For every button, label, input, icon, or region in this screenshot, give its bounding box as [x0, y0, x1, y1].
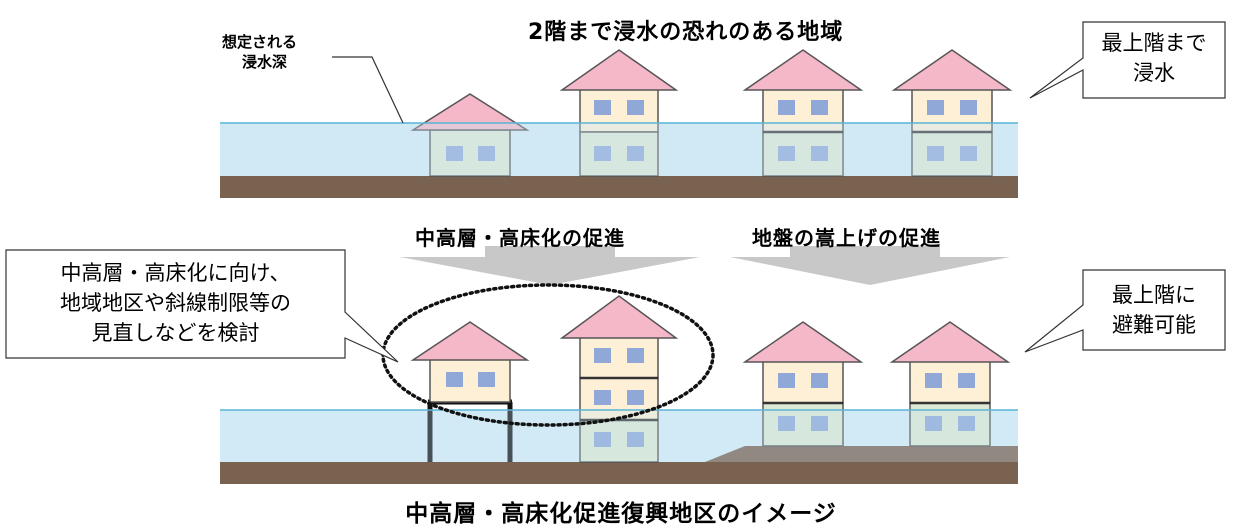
window	[627, 432, 644, 447]
arrow-right-label: 地盤の嵩上げの促進	[752, 226, 941, 250]
window	[925, 373, 942, 388]
window	[594, 348, 611, 363]
window	[627, 100, 644, 115]
window	[778, 100, 795, 115]
top-house-1	[410, 93, 530, 177]
floor-top	[579, 335, 659, 379]
window	[594, 146, 611, 161]
window	[594, 390, 611, 405]
roof	[742, 49, 864, 91]
depth-label: 想定される 浸水深	[222, 32, 297, 72]
roof	[410, 321, 530, 361]
top-house-2	[559, 49, 679, 177]
depth-label-line2: 浸水深	[242, 53, 288, 71]
roof	[559, 295, 679, 339]
callout-bottom-right-line2: 避難可能	[1112, 313, 1196, 337]
callout-top-right-line2: 浸水	[1133, 61, 1175, 85]
callout-left-line3: 見直しなどを検討	[91, 321, 260, 345]
window	[446, 372, 463, 387]
callout-left: 中高層・高床化に向け、 地域地区や斜線制限等の 見直しなどを検討	[8, 258, 343, 348]
callout-bottom-right: 最上階に 避難可能	[1083, 280, 1225, 340]
window	[960, 146, 977, 161]
floor-upper	[762, 87, 844, 133]
window	[778, 416, 795, 431]
floor-lower	[762, 131, 844, 177]
window	[811, 416, 828, 431]
callout-left-shape	[5, 249, 399, 363]
top-water-overlay	[220, 123, 1018, 176]
top-ground	[220, 176, 1018, 198]
window	[811, 373, 828, 388]
bottom-house-stilts	[410, 321, 530, 462]
floor-upper	[909, 359, 991, 404]
window	[927, 146, 944, 161]
bottom-house-raised-2	[889, 321, 1011, 447]
callout-top-right-line1: 最上階まで	[1101, 31, 1207, 55]
raised-ground	[705, 446, 1018, 462]
callout-top-right-shape	[1029, 21, 1226, 99]
window	[778, 373, 795, 388]
top-title: 2階まで浸水の恐れのある地域	[528, 20, 844, 45]
depth-leader-line	[332, 56, 404, 124]
caption: 中高層・高床化促進復興地区のイメージ	[405, 501, 837, 527]
top-house-4	[891, 49, 1013, 177]
callout-bottom-right-line1: 最上階に	[1112, 283, 1196, 307]
window	[594, 100, 611, 115]
window	[811, 100, 828, 115]
window	[958, 373, 975, 388]
arrow-left-label: 中高層・高床化の促進	[415, 226, 625, 250]
window	[811, 146, 828, 161]
roof	[559, 49, 679, 91]
depth-label-line1: 想定される	[222, 33, 298, 51]
window	[925, 416, 942, 431]
floor-upper	[762, 359, 844, 404]
arrow-right	[730, 246, 1010, 285]
window	[478, 372, 495, 387]
window	[927, 100, 944, 115]
roof	[410, 93, 530, 131]
arrow-left	[400, 246, 700, 285]
top-house-3	[742, 49, 864, 177]
window	[627, 146, 644, 161]
floor-upper	[911, 87, 993, 133]
window	[446, 146, 463, 161]
callout-bottom-right-shape	[1024, 269, 1226, 353]
roof	[891, 49, 1013, 91]
top-row	[220, 21, 1226, 198]
window	[627, 348, 644, 363]
callout-left-line2: 地域地区や斜線制限等の	[60, 291, 291, 315]
floor-mid	[579, 377, 659, 421]
callout-left-line1: 中高層・高床化に向け、	[60, 261, 291, 285]
roof	[742, 321, 864, 363]
window	[960, 100, 977, 115]
bottom-row	[5, 249, 1226, 484]
window	[627, 390, 644, 405]
window	[778, 146, 795, 161]
bottom-house-tall	[559, 295, 679, 463]
window	[594, 432, 611, 447]
floor-lower	[429, 129, 511, 177]
bottom-ground	[220, 462, 1018, 484]
floor-lower	[579, 131, 659, 177]
window	[958, 416, 975, 431]
floor-upper	[429, 357, 511, 403]
window	[478, 146, 495, 161]
floor-lower	[911, 131, 993, 177]
roof	[889, 321, 1011, 363]
callout-top-right: 最上階まで 浸水	[1083, 28, 1225, 88]
